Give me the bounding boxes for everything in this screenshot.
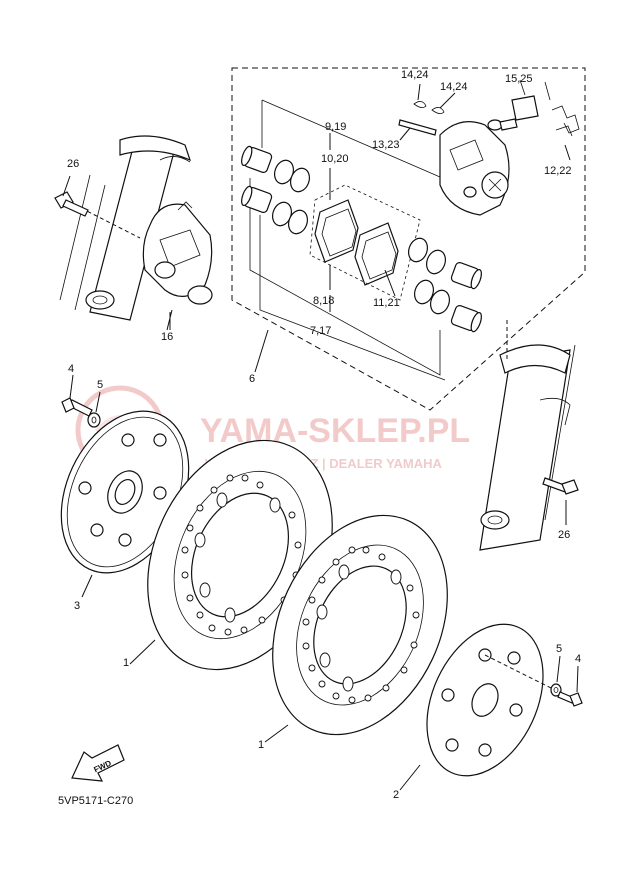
right-fork-leg <box>479 320 576 551</box>
bolt-4-right <box>557 665 583 707</box>
callout-11-21: 11,21 <box>373 297 400 309</box>
pistons-seals-group <box>241 99 482 381</box>
pad-spring <box>551 105 580 161</box>
hub-plate-2 <box>426 623 556 777</box>
callout-14-24-b: 14,24 <box>440 81 468 93</box>
brake-disc-1-right <box>272 514 448 736</box>
callout-2: 2 <box>393 789 399 801</box>
callout-12-22: 12,22 <box>544 165 572 177</box>
washer-5-right <box>550 655 562 697</box>
callout-13-23: 13,23 <box>372 139 400 151</box>
brake-pad-right <box>354 222 399 286</box>
fwd-arrow-icon: FWD <box>71 744 125 782</box>
callouts: 14,24 14,24 15,25 9,19 13,23 10,20 12,22… <box>67 69 581 801</box>
leader-lines <box>81 133 421 791</box>
pad-pin-and-clips <box>398 83 456 141</box>
callout-7-17: 7,17 <box>310 325 331 337</box>
bolt-26-right <box>542 477 579 525</box>
callout-4-left: 4 <box>68 363 74 375</box>
callout-6: 6 <box>249 373 255 385</box>
callout-16: 16 <box>161 331 173 343</box>
brake-pad-left <box>314 199 359 263</box>
callout-10-20: 10,20 <box>321 153 349 165</box>
washer-5-left <box>87 391 101 428</box>
callout-26-right: 26 <box>558 529 570 541</box>
callout-5-left: 5 <box>97 379 103 391</box>
bolt-4-left <box>61 374 93 417</box>
callout-26-left: 26 <box>67 158 79 170</box>
callout-14-24-a: 14,24 <box>401 69 429 81</box>
callout-9-19: 9,19 <box>325 121 346 133</box>
caliper-body-exploded <box>439 119 510 216</box>
diagram-code: 5VP5171-C270 <box>58 795 133 807</box>
caliper-16 <box>142 201 213 330</box>
callout-15-25: 15,25 <box>505 73 533 85</box>
callout-1-right: 1 <box>258 739 264 751</box>
bleeder-screw <box>499 79 551 131</box>
bolt-26-left <box>54 175 89 217</box>
callout-4-right: 4 <box>575 653 581 665</box>
callout-1-left: 1 <box>123 657 129 669</box>
callout-3: 3 <box>74 600 80 612</box>
callout-8-18: 8,18 <box>313 295 334 307</box>
left-fork-leg <box>59 135 191 321</box>
callout-5-right: 5 <box>556 643 562 655</box>
